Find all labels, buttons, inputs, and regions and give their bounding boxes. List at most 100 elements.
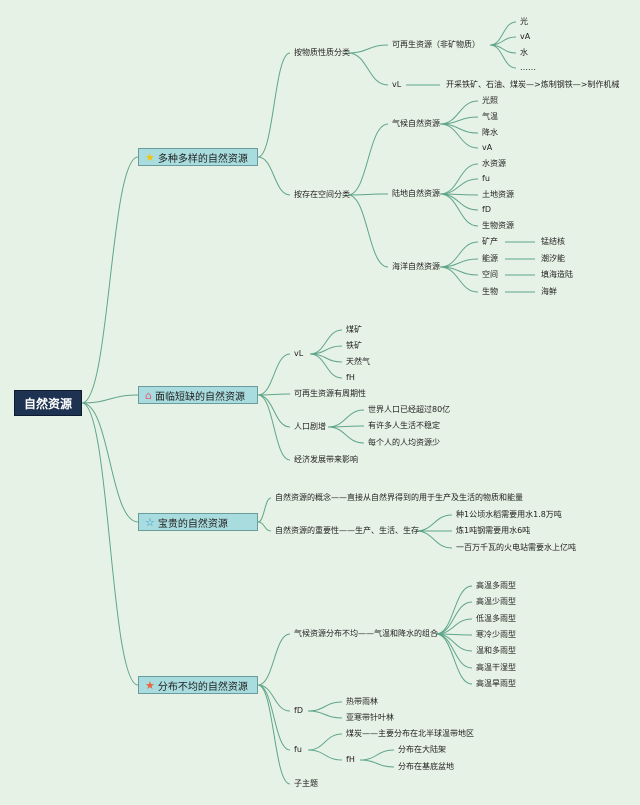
leaf[interactable]: 煤炭——主要分布在北半球温带地区 <box>346 729 474 738</box>
connector <box>439 193 479 227</box>
branch-precious-resources[interactable]: ☆ 宝贵的自然资源 <box>138 513 258 531</box>
leaf[interactable]: vA <box>482 143 493 152</box>
leaf-chain[interactable]: 开采铁矿、石油、煤炭—>炼制钢铁—>制作机械 <box>446 80 620 89</box>
connector <box>435 633 473 669</box>
leaf[interactable]: 气温 <box>482 112 498 121</box>
connector <box>435 633 473 685</box>
leaf[interactable]: 煤矿 <box>346 325 362 334</box>
node-economy[interactable]: 经济发展带来影响 <box>294 455 358 464</box>
leaf[interactable]: 热带雨林 <box>346 697 378 706</box>
star-icon: ★ <box>145 150 155 164</box>
leaf[interactable]: 光照 <box>482 96 498 105</box>
node-climate-distribution[interactable]: 气候资源分布不均——气温和降水的组合 <box>294 629 438 638</box>
node-concept[interactable]: 自然资源的概念——直接从自然界得到的用于生产及生活的物质和能量 <box>275 493 523 502</box>
star-outline-icon: ☆ <box>145 515 155 529</box>
node-fh[interactable]: fH <box>346 755 355 764</box>
home-icon: ⌂ <box>145 388 152 402</box>
branch-label: 多种多样的自然资源 <box>157 153 248 165</box>
leaf[interactable]: 温和多雨型 <box>476 646 516 655</box>
leaf[interactable]: 生物 <box>482 287 498 296</box>
connector <box>257 633 291 686</box>
leaf[interactable]: …… <box>520 63 536 72</box>
leaf[interactable]: fu <box>482 174 490 183</box>
leaf[interactable]: 亚寒带针叶林 <box>346 713 394 722</box>
connector <box>415 514 453 532</box>
node-renewable[interactable]: 可再生资源（非矿物质） <box>392 40 480 49</box>
leaf[interactable]: 光 <box>520 17 528 26</box>
connector <box>327 409 365 428</box>
leaf[interactable]: 种1公顷水稻需要用水1.8万吨 <box>456 510 562 519</box>
node-fd[interactable]: fD <box>294 706 303 715</box>
connector <box>359 749 395 761</box>
node-vl[interactable]: vL <box>392 80 402 89</box>
leaf[interactable]: 低温多雨型 <box>476 614 516 623</box>
leaf[interactable]: 能源 <box>482 254 498 263</box>
leaf[interactable]: 一百万千瓦的火电站需要水上亿吨 <box>456 543 576 552</box>
connector <box>439 178 479 195</box>
branch-uneven-resources[interactable]: ★ 分布不均的自然资源 <box>138 676 258 694</box>
connector <box>81 402 139 686</box>
leaf[interactable]: fD <box>482 205 491 214</box>
leaf[interactable]: 世界人口已经超过80亿 <box>368 405 451 414</box>
connector <box>347 52 389 86</box>
connector <box>257 52 291 158</box>
node-fu[interactable]: fu <box>294 745 302 754</box>
node-subtopic[interactable]: 子主题 <box>294 779 318 788</box>
leaf[interactable]: 天然气 <box>346 357 370 366</box>
node-population[interactable]: 人口剧增 <box>294 422 326 431</box>
node-by-space[interactable]: 按存在空间分类 <box>294 190 350 199</box>
connector <box>347 44 389 54</box>
leaf[interactable]: 炼1吨钢需要用水6吨 <box>456 526 531 535</box>
connector <box>307 710 343 719</box>
connector <box>359 759 395 768</box>
connector <box>307 749 343 761</box>
connector <box>439 123 479 149</box>
leaf[interactable]: 分布在大陆架 <box>398 745 446 754</box>
branch-label: 宝贵的自然资源 <box>157 518 228 530</box>
leaf[interactable]: 空间 <box>482 270 498 279</box>
leaf[interactable]: vA <box>520 32 531 41</box>
node-land[interactable]: 陆地自然资源 <box>392 189 440 198</box>
connector <box>347 123 389 196</box>
node-renewable-cycle[interactable]: 可再生资源有周期性 <box>294 389 366 398</box>
leaf[interactable]: 土地资源 <box>482 190 514 199</box>
leaf[interactable]: 海鲜 <box>541 287 557 296</box>
leaf[interactable]: 寒冷少雨型 <box>476 630 516 639</box>
connector <box>435 601 473 635</box>
leaf[interactable]: 铁矿 <box>346 341 362 350</box>
branch-label: 分布不均的自然资源 <box>157 681 248 693</box>
leaf[interactable]: 降水 <box>482 128 498 137</box>
leaf[interactable]: 高温旱雨型 <box>476 679 516 688</box>
connector <box>257 497 272 523</box>
leaf[interactable]: 生物资源 <box>482 221 514 230</box>
leaf[interactable]: 高温干湿型 <box>476 663 516 672</box>
branch-shortage-resources[interactable]: ⌂ 面临短缺的自然资源 <box>138 386 258 404</box>
node-ocean[interactable]: 海洋自然资源 <box>392 262 440 271</box>
branch-diverse-resources[interactable]: ★ 多种多样的自然资源 <box>138 148 258 166</box>
leaf[interactable]: 每个人的人均资源少 <box>368 438 440 447</box>
node-by-property[interactable]: 按物质性质分类 <box>294 48 350 57</box>
leaf[interactable]: 填海造陆 <box>541 270 573 279</box>
leaf[interactable]: 水资源 <box>482 159 506 168</box>
connector <box>439 241 479 268</box>
leaf[interactable]: 矿产 <box>482 237 498 246</box>
leaf[interactable]: 锰结核 <box>541 237 565 246</box>
connector <box>435 633 473 652</box>
connector <box>257 521 272 532</box>
star-icon: ★ <box>145 678 155 692</box>
root-node[interactable]: 自然资源 <box>14 390 82 416</box>
leaf[interactable]: 高温少雨型 <box>476 597 516 606</box>
connector <box>327 426 365 444</box>
node-climate[interactable]: 气候自然资源 <box>392 119 440 128</box>
node-importance[interactable]: 自然资源的重要性——生产、生活、生存 <box>275 526 419 535</box>
node-vl[interactable]: vL <box>294 349 304 358</box>
leaf[interactable]: 高温多雨型 <box>476 581 516 590</box>
leaf[interactable]: 潮汐能 <box>541 254 565 263</box>
leaf[interactable]: 有许多人生活不稳定 <box>368 421 440 430</box>
leaf[interactable]: 水 <box>520 48 528 57</box>
connector <box>257 394 291 428</box>
leaf[interactable]: fH <box>346 373 355 382</box>
leaf[interactable]: 分布在基底盆地 <box>398 762 454 771</box>
